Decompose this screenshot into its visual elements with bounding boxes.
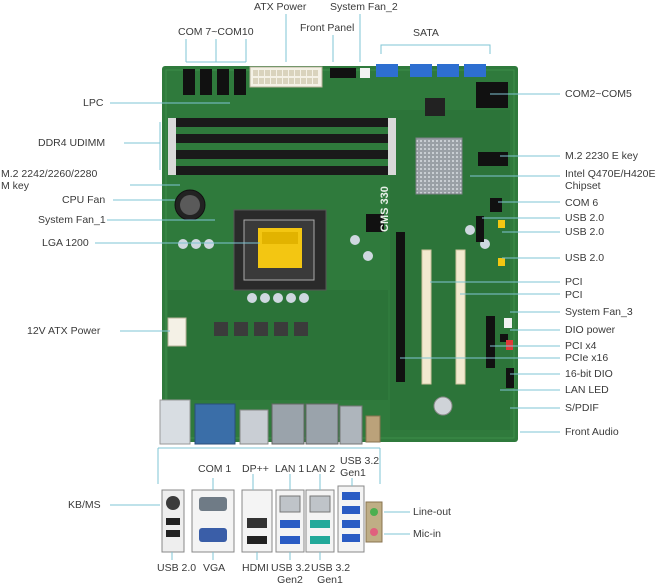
label-front-audio: Front Audio — [565, 426, 619, 438]
label-line-out: Line-out — [413, 506, 451, 518]
rear-io-board — [159, 399, 381, 445]
pcie-x4-slot — [486, 316, 495, 368]
label-atx-power: ATX Power — [254, 1, 307, 13]
label-usb20-bottom: USB 2.0 — [157, 562, 197, 574]
pcie-x16-slot — [396, 232, 405, 382]
label-lan1: LAN 1 — [275, 463, 305, 475]
label-system-fan-2: System Fan_2 — [330, 1, 398, 13]
com7-10-headers — [183, 69, 246, 95]
label-dio16: 16-bit DIO — [565, 368, 613, 380]
label-usb20-c: USB 2.0 — [565, 252, 605, 264]
label-lan-led: LAN LED — [565, 384, 609, 396]
ddr4-slots — [168, 118, 396, 175]
label-usb20-a: USB 2.0 — [565, 212, 605, 224]
label-spdif: S/PDIF — [565, 402, 599, 414]
label-lpc: LPC — [83, 97, 104, 109]
label-intel-chipset: Intel Q470E/H420E Chipset — [565, 168, 655, 192]
label-dp: DP++ — [242, 463, 269, 475]
label-front-panel: Front Panel — [300, 22, 355, 34]
label-pci-1: PCI — [565, 276, 583, 288]
label-usb32-gen1-bottom-line2: Gen1 — [317, 574, 343, 586]
label-m2-2242-line1: M.2 2242/2260/2280 — [1, 168, 98, 180]
label-usb20-b: USB 2.0 — [565, 226, 605, 238]
label-usb32-gen1-top-line1: USB 3.2 — [340, 455, 380, 467]
label-usb32-gen2: USB 3.2 Gen2 — [271, 562, 311, 586]
label-m2-2242: M.2 2242/2260/2280 M key — [1, 168, 97, 192]
label-usb32-gen2-line1: USB 3.2 — [271, 562, 311, 574]
label-com6: COM 6 — [565, 197, 599, 209]
label-system-fan-1: System Fan_1 — [38, 214, 106, 226]
silkscreen-model: CMS 330 — [379, 186, 391, 232]
label-com2-com5: COM2~COM5 — [565, 88, 632, 100]
label-usb32-gen1-top: USB 3.2 Gen1 — [340, 455, 380, 479]
label-sata: SATA — [413, 27, 439, 39]
label-dio-power: DIO power — [565, 324, 616, 336]
label-pcie-x16: PCIe x16 — [565, 352, 609, 364]
label-m2-2242-line2: M key — [1, 180, 30, 192]
label-mic-in: Mic-in — [413, 528, 441, 540]
atx-12v-connector — [167, 317, 187, 347]
leader-lines — [95, 14, 560, 560]
label-hdmi: HDMI — [242, 562, 269, 574]
label-usb32-gen1-top-line2: Gen1 — [340, 467, 366, 479]
label-m2-2230: M.2 2230 E key — [565, 150, 638, 162]
sata-connectors — [376, 64, 486, 77]
label-intel-chipset-line1: Intel Q470E/H420E — [565, 168, 656, 180]
pci-slot-1 — [421, 249, 432, 385]
label-lga1200: LGA 1200 — [42, 237, 89, 249]
label-lan2: LAN 2 — [306, 463, 336, 475]
rear-panel-closeup — [161, 485, 383, 553]
label-system-fan-3: System Fan_3 — [565, 306, 633, 318]
label-ddr4: DDR4 UDIMM — [38, 137, 106, 149]
label-intel-chipset-line2: Chipset — [565, 180, 601, 192]
label-cpu-fan: CPU Fan — [62, 194, 106, 206]
chipset-heatsink — [415, 137, 463, 195]
label-usb32-gen1-bottom-line1: USB 3.2 — [311, 562, 351, 574]
label-kbms: KB/MS — [68, 499, 101, 511]
label-usb32-gen1-bottom: USB 3.2 Gen1 — [311, 562, 351, 586]
label-usb32-gen2-line2: Gen2 — [277, 574, 303, 586]
pci-slot-2 — [455, 249, 466, 385]
label-12v-atx: 12V ATX Power — [27, 325, 101, 337]
label-com7-com10: COM 7~COM10 — [178, 26, 254, 38]
label-pci-x4: PCI x4 — [565, 340, 597, 352]
label-vga: VGA — [203, 562, 226, 574]
label-com1: COM 1 — [198, 463, 232, 475]
label-pci-2: PCI — [565, 289, 583, 301]
